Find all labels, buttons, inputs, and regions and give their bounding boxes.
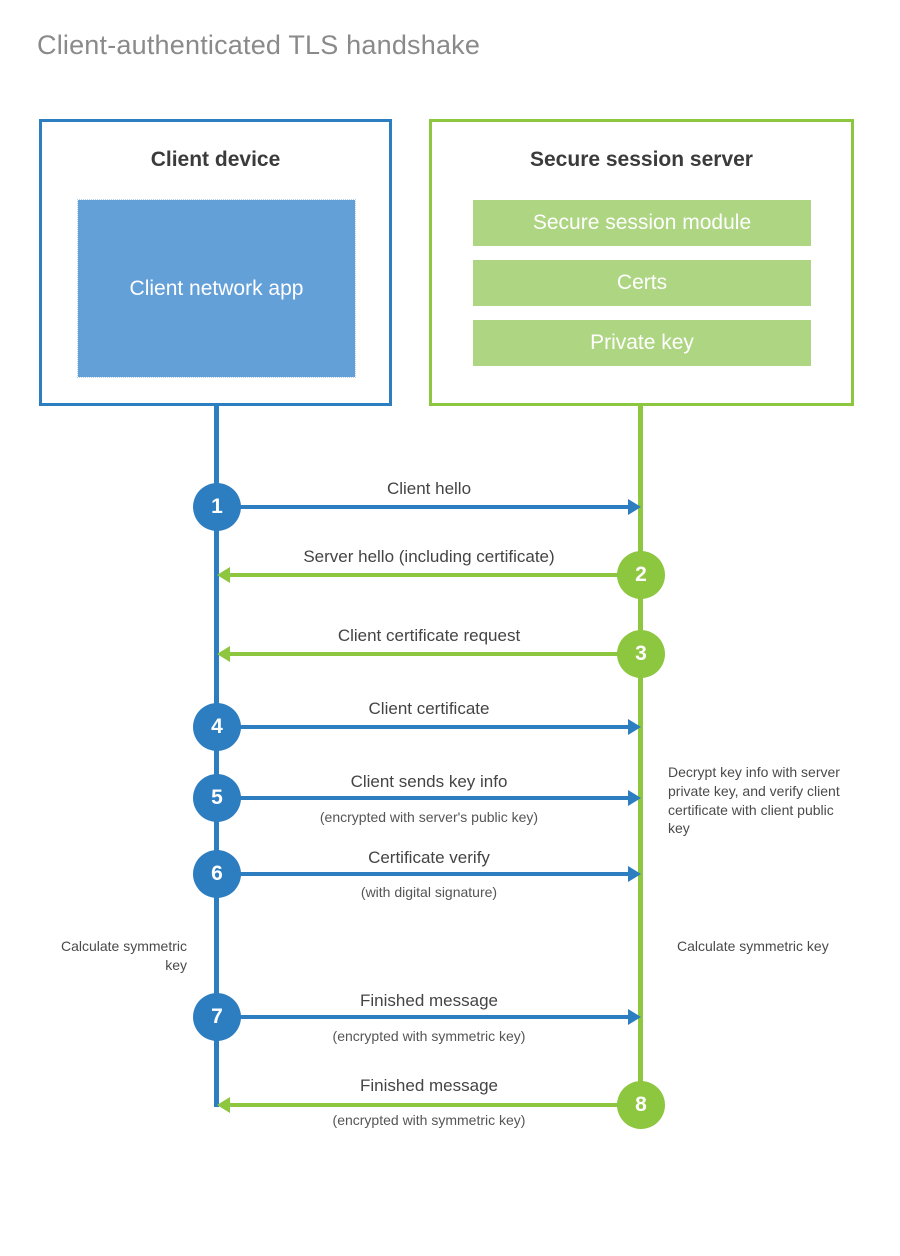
message-shaft-6 [217,872,628,876]
message-shaft-1 [217,505,628,509]
message-sublabel-8: (encrypted with symmetric key) [332,1112,526,1128]
page-title: Client-authenticated TLS handshake [37,30,481,60]
secure-session-server-box: Secure session server Secure session mod… [429,119,854,406]
step-badge-6[interactable]: 6 [193,850,241,898]
client-lifeline [214,403,219,1107]
secure-session-server-title: Secure session server [530,148,753,171]
message-label-4: Client certificate [368,699,490,718]
arrowhead-right-1 [628,499,641,515]
server-decrypt-annotation: Decrypt key info with server private key… [668,764,840,837]
message-shaft-3 [230,652,641,656]
client-calculate-symmetric-key-annotation: Calculate symmetric key [60,938,187,973]
message-sublabel-5: (encrypted with server's public key) [319,809,539,825]
server-module-secure-session-module: Secure session module [473,200,811,246]
message-label-7: Finished message [360,991,498,1010]
message-label-2: Server hello (including certificate) [303,547,555,566]
step-badge-3[interactable]: 3 [617,630,665,678]
client-device-box: Client device Client network app [39,119,392,406]
arrowhead-left-2 [217,567,230,583]
step-badge-5[interactable]: 5 [193,774,241,822]
message-label-1: Client hello [386,479,472,498]
client-device-title: Client device [150,148,281,171]
message-shaft-2 [230,573,641,577]
client-network-app-block: Client network app [77,199,356,378]
message-label-8: Finished message [360,1076,498,1095]
step-badge-8[interactable]: 8 [617,1081,665,1129]
arrowhead-right-4 [628,719,641,735]
message-shaft-8 [230,1103,641,1107]
arrowhead-right-7 [628,1009,641,1025]
message-label-3: Client certificate request [337,626,521,645]
arrowhead-right-5 [628,790,641,806]
server-module-certs: Certs [473,260,811,306]
step-badge-4[interactable]: 4 [193,703,241,751]
message-shaft-5 [217,796,628,800]
arrowhead-right-6 [628,866,641,882]
message-shaft-7 [217,1015,628,1019]
server-lifeline [638,403,643,1107]
step-badge-1[interactable]: 1 [193,483,241,531]
step-badge-7[interactable]: 7 [193,993,241,1041]
message-sublabel-6: (with digital signature) [360,884,498,900]
server-module-private-key: Private key [473,320,811,366]
arrowhead-left-3 [217,646,230,662]
step-badge-2[interactable]: 2 [617,551,665,599]
arrowhead-left-8 [217,1097,230,1113]
server-calculate-symmetric-key-annotation: Calculate symmetric key [677,938,829,954]
message-sublabel-7: (encrypted with symmetric key) [332,1028,526,1044]
message-shaft-4 [217,725,628,729]
server-modules-list: Secure session module Certs Private key [473,200,811,366]
message-label-5: Client sends key info [350,772,508,791]
message-label-6: Certificate verify [368,848,490,867]
